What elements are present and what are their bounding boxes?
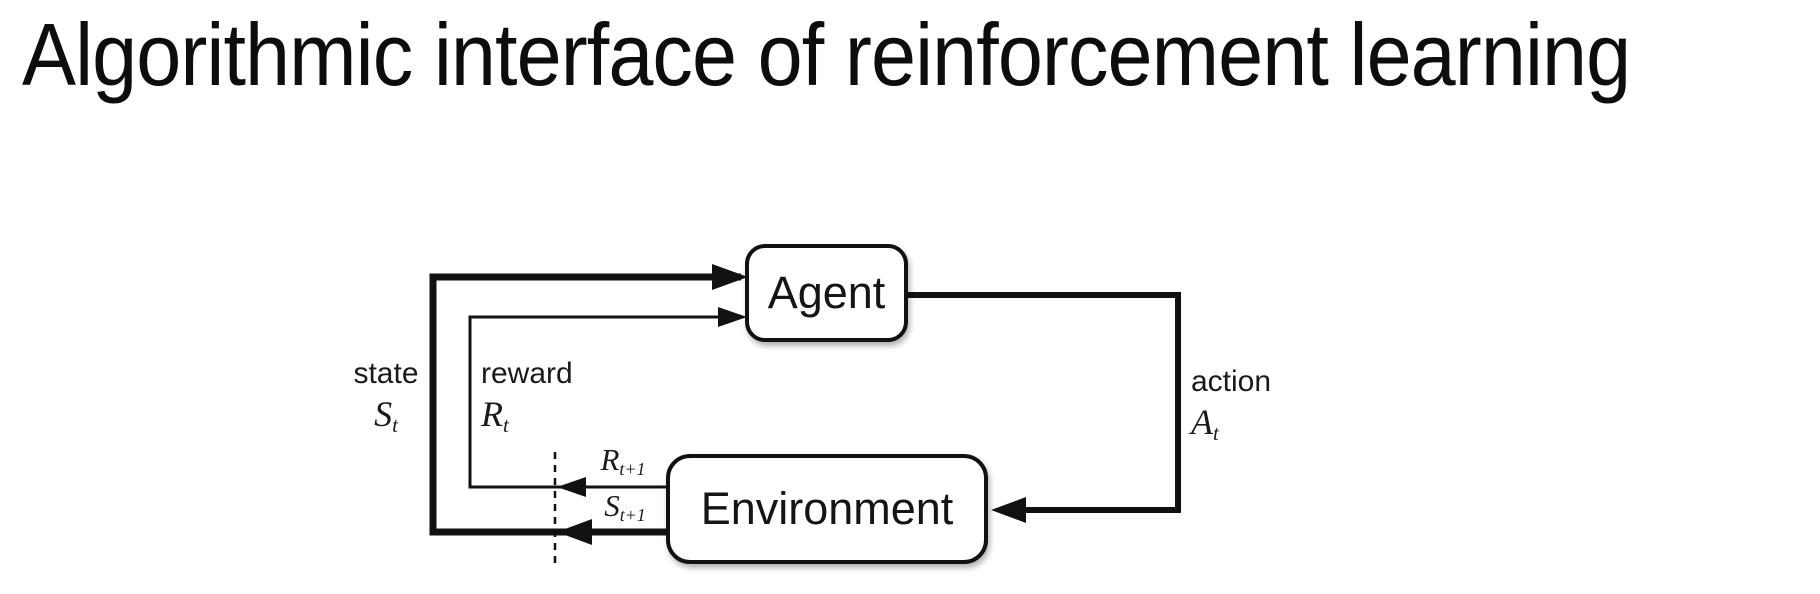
state-arrowhead-into-agent-icon <box>712 264 748 290</box>
action-label: action At <box>1191 365 1272 445</box>
state-symbol: St <box>374 393 398 437</box>
agent-node-label: Agent <box>767 267 886 318</box>
next-state-symbol: St+1 <box>604 488 646 526</box>
reward-word: reward <box>481 357 573 390</box>
next-reward-arrowhead-icon <box>557 477 586 497</box>
environment-node-label: Environment <box>700 483 954 534</box>
next-reward-label: Rt+1 <box>570 442 676 480</box>
reward-symbol: Rt <box>481 393 509 437</box>
state-line <box>429 273 741 536</box>
state-word: state <box>353 357 419 390</box>
slide-title: Algorithmic interface of reinforcement l… <box>22 5 1631 104</box>
action-symbol: At <box>1191 401 1219 445</box>
next-state-label: St+1 <box>572 488 678 526</box>
next-state-arrowhead-icon <box>557 519 592 545</box>
agent-node: Agent <box>745 244 908 342</box>
action-word: action <box>1191 365 1272 398</box>
next-reward-symbol: Rt+1 <box>600 442 646 480</box>
action-line <box>906 292 1181 513</box>
state-label: state St <box>330 357 442 437</box>
reward-label: reward Rt <box>481 357 573 437</box>
action-arrowhead-into-environment-icon <box>991 497 1026 523</box>
reward-arrowhead-into-agent-icon <box>718 307 747 327</box>
environment-node: Environment <box>666 454 988 564</box>
